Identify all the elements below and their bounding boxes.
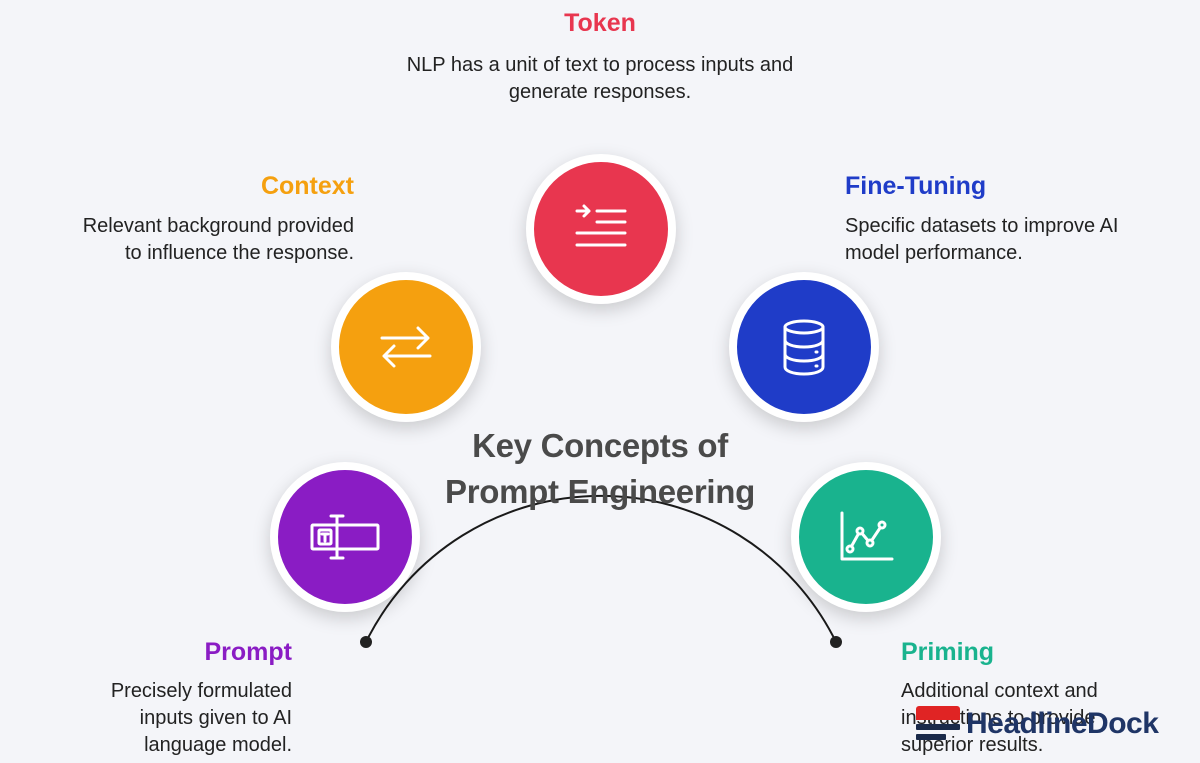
context-description: Relevant background provided to influenc… [82,215,354,264]
watermark-logo: HeadlineDock [916,704,1159,744]
title-line-1: Key Concepts of [472,427,728,464]
fine-tuning-description: Specific datasets to improve AI model pe… [845,215,1119,264]
prompt-circle [270,462,420,612]
token-heading: Token [564,9,636,37]
token-circle [526,154,676,304]
database-icon [783,319,825,376]
context-heading: Context [260,172,354,200]
prompt-endpoint [360,636,372,648]
prompt-heading: Prompt [204,638,293,666]
watermark-text: HeadlineDock [966,707,1159,740]
prompt-description: Precisely formulated inputs given to AI … [110,680,292,756]
fine-tuning-heading: Fine-Tuning [845,172,987,200]
priming-heading: Priming [901,638,995,666]
logo-mark-icon [916,706,960,742]
swap-arrows-icon [380,326,432,368]
token-description: NLP has a unit of text to process inputs… [406,54,794,103]
line-chart-icon [840,511,894,561]
title-line-2: Prompt Engineering [445,473,755,510]
context-circle [331,272,481,422]
text-field-icon [310,514,380,560]
indent-lines-icon [575,204,627,247]
fine-tuning-circle [729,272,879,422]
priming-circle [791,462,941,612]
diagram-title: Key Concepts of Prompt Engineering [400,423,800,515]
priming-endpoint [830,636,842,648]
